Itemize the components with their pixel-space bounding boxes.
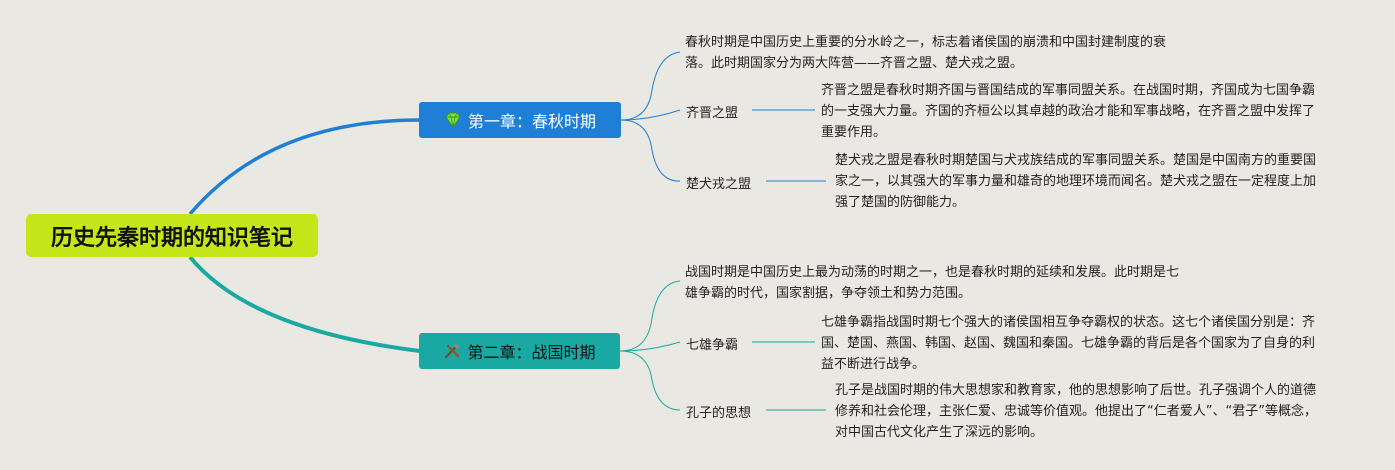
diamond-icon <box>444 111 462 129</box>
topic-label-3[interactable]: 七雄争霸 <box>686 338 739 353</box>
topic-detail-1[interactable]: 齐晋之盟是春秋时期齐国与晋国结成的军事同盟关系。在战国时期，齐国成为七国争霸的一… <box>821 83 1316 140</box>
topic-label-4[interactable]: 孔子的思想 <box>686 406 752 421</box>
topic-detail-4[interactable]: 孔子是战国时期的伟大思想家和教育家，他的思想影响了后世。孔子强调个人的道德修养和… <box>835 383 1317 440</box>
topic-detail-3[interactable]: 七雄争霸指战国时期七个强大的诸侯国相互争夺霸权的状态。这七个诸侯国分别是：齐国、… <box>821 315 1316 372</box>
topic-label-1[interactable]: 齐晋之盟 <box>686 106 739 121</box>
connector-root-ch1 <box>188 118 421 216</box>
chapter-title-2: 第二章：战国时期 <box>467 343 596 362</box>
chapter-intro-1[interactable]: 春秋时期是中国历史上重要的分水岭之一，标志着诸侯国的崩溃和中国封建制度的衰落。此… <box>685 35 1167 71</box>
connector-ch2-intro <box>619 280 681 352</box>
chapter-node-1[interactable]: 第一章：春秋时期 <box>419 102 621 138</box>
connector-ch2-topic2 <box>619 350 681 411</box>
root-node[interactable]: 历史先秦时期的知识笔记 <box>26 214 318 257</box>
connector-ch1-topic1 <box>620 109 681 121</box>
chapter-intro-2[interactable]: 战国时期是中国历史上最为动荡的时期之一，也是春秋时期的延续和发展。此时期是七雄争… <box>685 265 1180 301</box>
root-title: 历史先秦时期的知识笔记 <box>50 225 293 251</box>
topic-label-2[interactable]: 楚犬戎之盟 <box>686 177 752 192</box>
connector-ch1-intro <box>620 51 681 121</box>
connector-ch1-topic2 <box>620 119 681 182</box>
connector-root-ch2 <box>188 255 421 353</box>
crossed-tools-icon <box>443 342 461 360</box>
topic-detail-2[interactable]: 楚犬戎之盟是春秋时期楚国与犬戎族结成的军事同盟关系。楚国是中国南方的重要国家之一… <box>835 153 1317 210</box>
chapter-node-2[interactable]: 第二章：战国时期 <box>419 333 620 369</box>
chapter-title-1: 第一章：春秋时期 <box>467 112 596 131</box>
